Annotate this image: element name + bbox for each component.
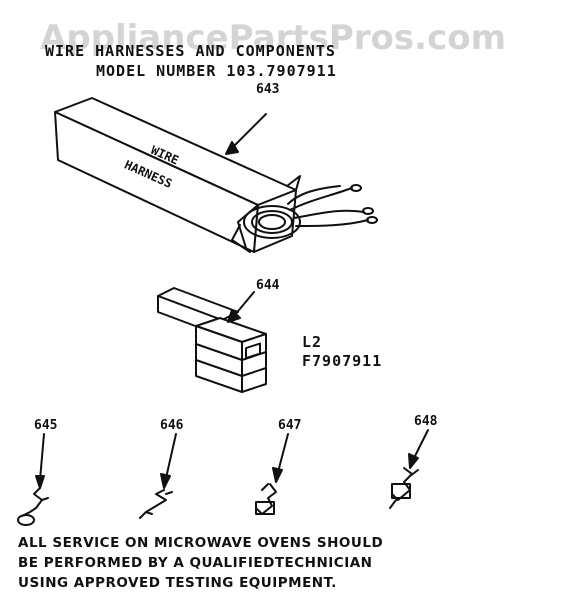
connector-block	[157, 287, 267, 393]
diagram-title: WIRE HARNESSES AND COMPONENTS	[45, 42, 336, 60]
model-number: MODEL NUMBER 103.7907911	[96, 62, 337, 80]
terminal-646	[139, 433, 177, 519]
part-number-645: 645	[34, 418, 58, 433]
notice-line-2: BE PERFORMED BY A QUALIFIEDTECHNICIAN	[18, 555, 373, 571]
terminal-647	[255, 433, 289, 515]
terminal-648	[389, 429, 429, 509]
diagram-code-line1: L2	[302, 333, 323, 351]
watermark-logo: AppliancePartsPros.com	[40, 18, 507, 58]
part-number-646: 646	[160, 418, 184, 433]
part-number-643: 643	[256, 82, 280, 97]
wire-harness-box	[54, 97, 378, 253]
notice-line-3: USING APPROVED TESTING EQUIPMENT.	[18, 575, 337, 591]
terminal-645	[17, 433, 49, 526]
notice-line-1: ALL SERVICE ON MICROWAVE OVENS SHOULD	[18, 535, 384, 551]
part-number-644: 644	[256, 278, 280, 293]
part-number-648: 648	[414, 414, 438, 429]
part-number-647: 647	[278, 418, 302, 433]
diagram-code-line2: F7907911	[302, 352, 383, 370]
service-notice: ALL SERVICE ON MICROWAVE OVENS SHOULD BE…	[18, 533, 383, 593]
